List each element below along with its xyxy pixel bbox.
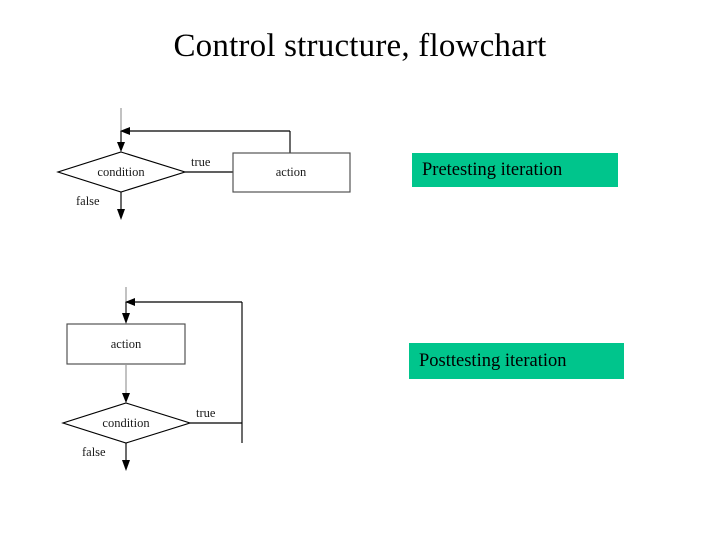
node-action-label: action	[111, 337, 142, 351]
callout-pretesting-iteration: Pretesting iteration	[412, 153, 618, 187]
arrowhead-into-condition	[122, 393, 130, 403]
flowchart-pretesting-iteration: condition true action false	[56, 108, 351, 220]
arrowhead-into-condition	[117, 142, 125, 152]
edge-label-true: true	[191, 155, 211, 169]
arrowhead-false-exit	[117, 209, 125, 220]
node-action-box	[66, 323, 186, 365]
edge-label-false: false	[82, 445, 106, 459]
arrowhead-into-action	[122, 313, 130, 324]
arrowhead-loopback	[125, 298, 135, 306]
page-title: Control structure, flowchart	[173, 28, 547, 64]
node-action-box	[232, 152, 351, 193]
edge-label-false: false	[76, 194, 100, 208]
node-condition-label: condition	[97, 165, 145, 179]
callout-pretesting-label: Pretesting iteration	[422, 159, 563, 180]
callout-posttesting-label: Posttesting iteration	[419, 350, 567, 371]
callout-posttesting-iteration: Posttesting iteration	[409, 343, 624, 379]
node-action-label: action	[276, 165, 307, 179]
arrowhead-loopback	[120, 127, 130, 135]
node-condition-label: condition	[102, 416, 150, 430]
arrowhead-false-exit	[122, 460, 130, 471]
edge-label-true: true	[196, 406, 216, 420]
flowchart-posttesting-iteration: action condition true false	[61, 287, 243, 471]
